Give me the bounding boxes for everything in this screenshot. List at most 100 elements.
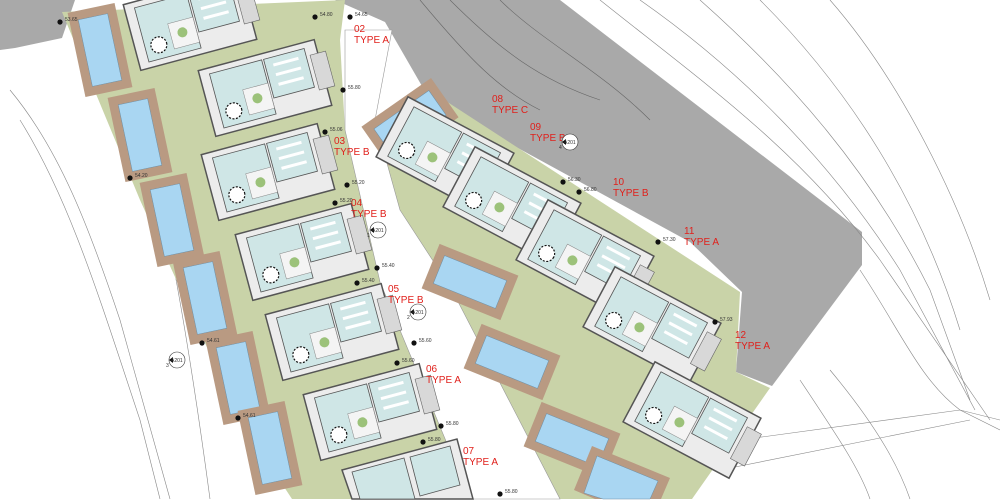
swimming-pool bbox=[172, 250, 238, 346]
swimming-pool bbox=[574, 446, 670, 500]
spot-elevation: 53.65 bbox=[57, 17, 78, 25]
level-marker-icon bbox=[497, 491, 503, 497]
elevation-value: 56.80 bbox=[584, 187, 597, 193]
level-marker-icon bbox=[127, 175, 133, 181]
elevation-value: 57.30 bbox=[663, 237, 676, 243]
spot-elevation: 55.60 bbox=[411, 338, 432, 346]
elevation-value: 55.80 bbox=[348, 85, 361, 91]
tree-icon bbox=[289, 257, 300, 268]
car-icon bbox=[309, 50, 336, 91]
dining-table-icon bbox=[330, 426, 348, 444]
level-marker-icon bbox=[655, 239, 661, 245]
section-number: 1 bbox=[367, 233, 370, 239]
swimming-pool bbox=[237, 400, 303, 496]
car-icon bbox=[346, 214, 373, 255]
dining-table-icon bbox=[262, 266, 280, 284]
tree-icon bbox=[252, 93, 263, 104]
tree-icon bbox=[255, 177, 266, 188]
level-marker-icon bbox=[411, 340, 417, 346]
spot-elevation: 57.93 bbox=[712, 317, 733, 325]
houses bbox=[122, 0, 762, 500]
spot-elevation: 55.60 bbox=[394, 358, 415, 366]
car-icon bbox=[376, 294, 403, 335]
swimming-pool bbox=[205, 330, 271, 426]
dining-table-icon bbox=[225, 102, 243, 120]
villa-floorplan bbox=[200, 122, 339, 222]
spot-elevation: 55.40 bbox=[374, 263, 395, 271]
spot-elevation: 57.30 bbox=[655, 237, 676, 245]
villa-floorplan bbox=[264, 282, 403, 382]
spot-elevation: 54.61 bbox=[235, 413, 256, 421]
section-arrow-icon bbox=[370, 227, 374, 233]
level-marker-icon bbox=[347, 14, 353, 20]
spot-elevation: 55.20 bbox=[344, 180, 365, 188]
level-marker-icon bbox=[199, 340, 205, 346]
spot-elevation: 55.40 bbox=[354, 278, 375, 286]
level-marker-icon bbox=[340, 87, 346, 93]
spot-elevation: 54.65 bbox=[347, 12, 368, 20]
elevation-value: 55.40 bbox=[382, 263, 395, 269]
elevation-value: 54.61 bbox=[207, 338, 220, 344]
section-arrow-icon bbox=[562, 139, 566, 145]
spot-elevation: 55.80 bbox=[340, 85, 361, 93]
villa-floorplan bbox=[122, 0, 261, 72]
elevation-value: 56.30 bbox=[568, 177, 581, 183]
spot-elevation: 56.30 bbox=[560, 177, 581, 185]
level-marker-icon bbox=[576, 189, 582, 195]
section-ref: A201 bbox=[171, 358, 183, 364]
level-marker-icon bbox=[420, 439, 426, 445]
swimming-pool bbox=[67, 2, 133, 98]
spot-elevation: 55.80 bbox=[497, 489, 518, 497]
elevation-value: 55.60 bbox=[402, 358, 415, 364]
dining-table-icon bbox=[292, 346, 310, 364]
spot-elevation: 55.80 bbox=[420, 437, 441, 445]
level-marker-icon bbox=[438, 423, 444, 429]
villa-floorplan bbox=[234, 202, 373, 302]
elevation-value: 54.61 bbox=[243, 413, 256, 419]
elevation-value: 54.80 bbox=[320, 12, 333, 18]
tree-icon bbox=[427, 152, 438, 163]
swimming-pool bbox=[421, 243, 519, 321]
swimming-pool bbox=[139, 172, 205, 268]
dining-table-icon bbox=[645, 406, 663, 425]
spot-elevation: 54.20 bbox=[127, 173, 148, 181]
elevation-value: 53.65 bbox=[65, 17, 78, 23]
swimming-pool bbox=[107, 87, 173, 183]
elevation-value: 55.80 bbox=[428, 437, 441, 443]
dining-table-icon bbox=[465, 191, 483, 210]
section-number: 2 bbox=[407, 315, 410, 321]
tree-icon bbox=[177, 27, 188, 38]
dining-table-icon bbox=[538, 244, 556, 263]
level-marker-icon bbox=[354, 280, 360, 286]
section-number: 4 bbox=[559, 145, 562, 151]
level-marker-icon bbox=[312, 14, 318, 20]
car-icon bbox=[729, 426, 762, 467]
villa-floorplan bbox=[302, 362, 441, 462]
section-ref: A201 bbox=[564, 140, 576, 146]
spot-elevation: 54.80 bbox=[312, 12, 333, 20]
tree-icon bbox=[674, 417, 685, 428]
villa-floorplan bbox=[582, 265, 722, 385]
elevation-value: 55.80 bbox=[446, 421, 459, 427]
elevation-value: 55.80 bbox=[505, 489, 518, 495]
spot-elevation: 55.20 bbox=[332, 198, 353, 206]
dining-table-icon bbox=[398, 141, 416, 160]
dining-table-icon bbox=[605, 311, 623, 330]
elevation-value: 54.65 bbox=[355, 12, 368, 18]
section-ref: A201 bbox=[412, 310, 424, 316]
section-arrow-icon bbox=[410, 309, 414, 315]
